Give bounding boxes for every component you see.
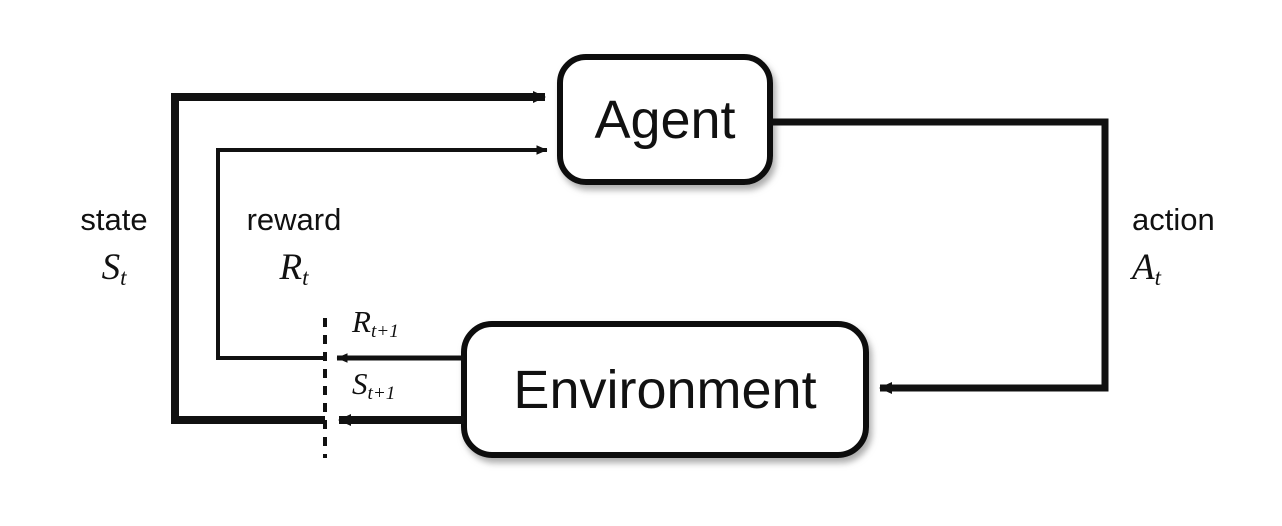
agent-node-box[interactable] xyxy=(557,54,773,185)
state-next-symbol-sub: t+1 xyxy=(367,382,396,404)
reward-next-edge-symbol: Rt+1 xyxy=(352,304,462,342)
reward-next-symbol-base: R xyxy=(352,304,371,339)
state-symbol-sub: t xyxy=(120,264,127,290)
state-edge-symbol: St xyxy=(60,246,168,290)
state-edge-label: state xyxy=(80,202,148,237)
action-edge-label: action xyxy=(1132,202,1215,237)
reward-edge-path xyxy=(216,145,548,360)
state-next-symbol-base: S xyxy=(352,366,368,401)
reward-edge-symbol: Rt xyxy=(228,246,360,290)
action-edge-path xyxy=(770,118,1109,394)
reward-edge-label: reward xyxy=(246,202,342,237)
action-symbol-sub: t xyxy=(1154,264,1161,290)
environment-node-box[interactable] xyxy=(461,321,869,458)
action-symbol-base: A xyxy=(1132,247,1155,288)
reward-symbol-sub: t xyxy=(302,264,309,290)
state-edge-path xyxy=(171,91,546,424)
action-edge-symbol: At xyxy=(1132,246,1254,290)
reward-symbol-base: R xyxy=(279,247,303,288)
state-next-edge-symbol: St+1 xyxy=(352,366,462,404)
reward-next-symbol-sub: t+1 xyxy=(370,320,399,342)
state-symbol-base: S xyxy=(101,247,121,288)
